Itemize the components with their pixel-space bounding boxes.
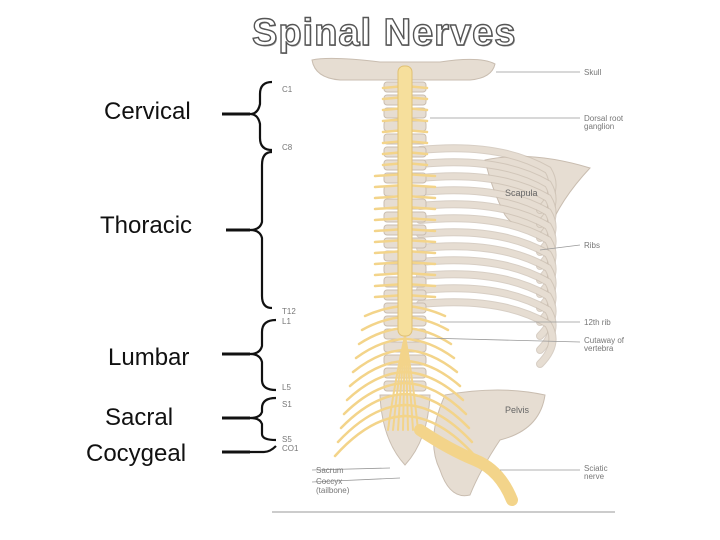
nerve-branch-left	[342, 381, 407, 416]
label-pelvis: Pelvis	[505, 405, 530, 415]
label-cutaway-of-vertebra-2: vertebra	[584, 344, 614, 353]
region-label-sacral: Sacral	[105, 404, 174, 431]
bracket-thoracic	[249, 150, 273, 310]
nerve-branch-left	[354, 337, 407, 360]
label-sacrum: Sacrum	[316, 466, 344, 475]
leader-line	[424, 337, 581, 343]
rib-inner	[417, 299, 556, 367]
level-s1: S1	[282, 400, 292, 409]
label-12th-rib: 12th rib	[584, 318, 611, 327]
level-t12: T12	[282, 307, 296, 316]
label-coccyx-2: (tailbone)	[316, 486, 350, 495]
nerve-branch-left	[339, 392, 407, 430]
region-label-cervical: Cervical	[104, 98, 191, 125]
sciatic-nerve	[414, 424, 518, 506]
nerve-branch-left	[351, 348, 407, 374]
region-label-lumbar: Lumbar	[108, 344, 190, 371]
nerve-branch-right	[403, 337, 456, 360]
label-ribs: Ribs	[584, 241, 600, 250]
level-c8: C8	[282, 143, 293, 152]
level-s5: S5	[282, 435, 292, 444]
ribs-group	[416, 144, 557, 368]
label-scapula: Scapula	[505, 188, 538, 198]
label-dorsal-root-ganglion-2: ganglion	[584, 122, 614, 131]
level-l5: L5	[282, 383, 291, 392]
pelvis	[433, 389, 546, 497]
label-coccyx: Coccyx	[316, 477, 342, 486]
level-c1: C1	[282, 85, 293, 94]
leader-line	[311, 477, 401, 483]
label-skull: Skull	[584, 68, 602, 77]
region-label-coccygeal: Cocygeal	[86, 440, 187, 467]
bracket-coccygeal	[250, 445, 277, 454]
bracket-sacral	[249, 396, 277, 442]
leader-line	[311, 467, 391, 471]
label-dorsal-root-ganglion: Dorsal root	[584, 114, 624, 123]
cauda-equina-strand	[404, 335, 419, 431]
level-l1: L1	[282, 317, 291, 326]
region-label-thoracic: Thoracic	[100, 212, 193, 239]
rib	[416, 298, 557, 368]
leader-lines	[311, 71, 581, 483]
leader-line	[539, 244, 581, 251]
label-sciatic-nerve: Sciatic	[584, 464, 608, 473]
label-cutaway-of-vertebra: Cutaway of	[584, 336, 625, 345]
bracket-lumbar	[249, 318, 277, 392]
label-sciatic-nerve-2: nerve	[584, 472, 605, 481]
level-co1: CO1	[282, 444, 299, 453]
spinal-cord	[397, 65, 413, 337]
nerve-branch-right	[403, 348, 459, 374]
bracket-cervical	[249, 80, 273, 152]
page-title: Spinal Nerves	[251, 11, 517, 54]
brackets	[249, 80, 277, 454]
connectors	[222, 112, 250, 454]
